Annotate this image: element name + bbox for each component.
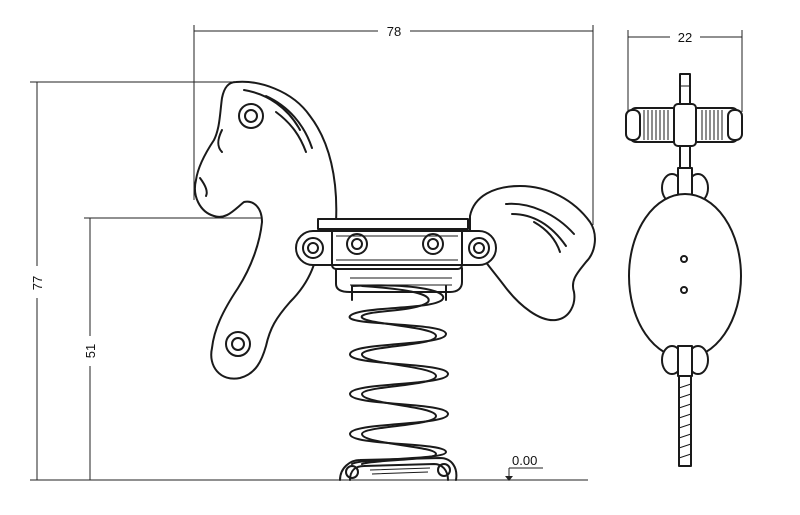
- front-lower-bolts: [661, 345, 709, 377]
- spring-coil: [348, 284, 449, 465]
- dimension-overall-height: 77: [30, 81, 238, 480]
- ground-level-label: 0.00: [512, 453, 537, 468]
- ground-line: 0.00: [30, 453, 588, 481]
- seat-plate: [317, 218, 469, 230]
- front-seat-oval: [628, 193, 742, 359]
- spring-base: [339, 457, 458, 481]
- dim-label-77: 77: [30, 276, 45, 290]
- dim-label-51: 51: [83, 344, 98, 358]
- front-handlebar: [625, 103, 743, 147]
- seat-block: [295, 228, 497, 270]
- dimension-overall-width: 78: [193, 24, 594, 225]
- horse-front-view: [625, 73, 743, 467]
- dim-label-78: 78: [387, 24, 401, 39]
- horse-tail: [469, 185, 596, 322]
- dim-label-22: 22: [678, 30, 692, 45]
- front-lower-spine: [678, 375, 692, 467]
- dimension-side-depth: 22: [627, 30, 743, 112]
- horse-body: [194, 80, 338, 380]
- spring-top-bracket: [335, 267, 463, 293]
- horse-side-view: [194, 80, 596, 481]
